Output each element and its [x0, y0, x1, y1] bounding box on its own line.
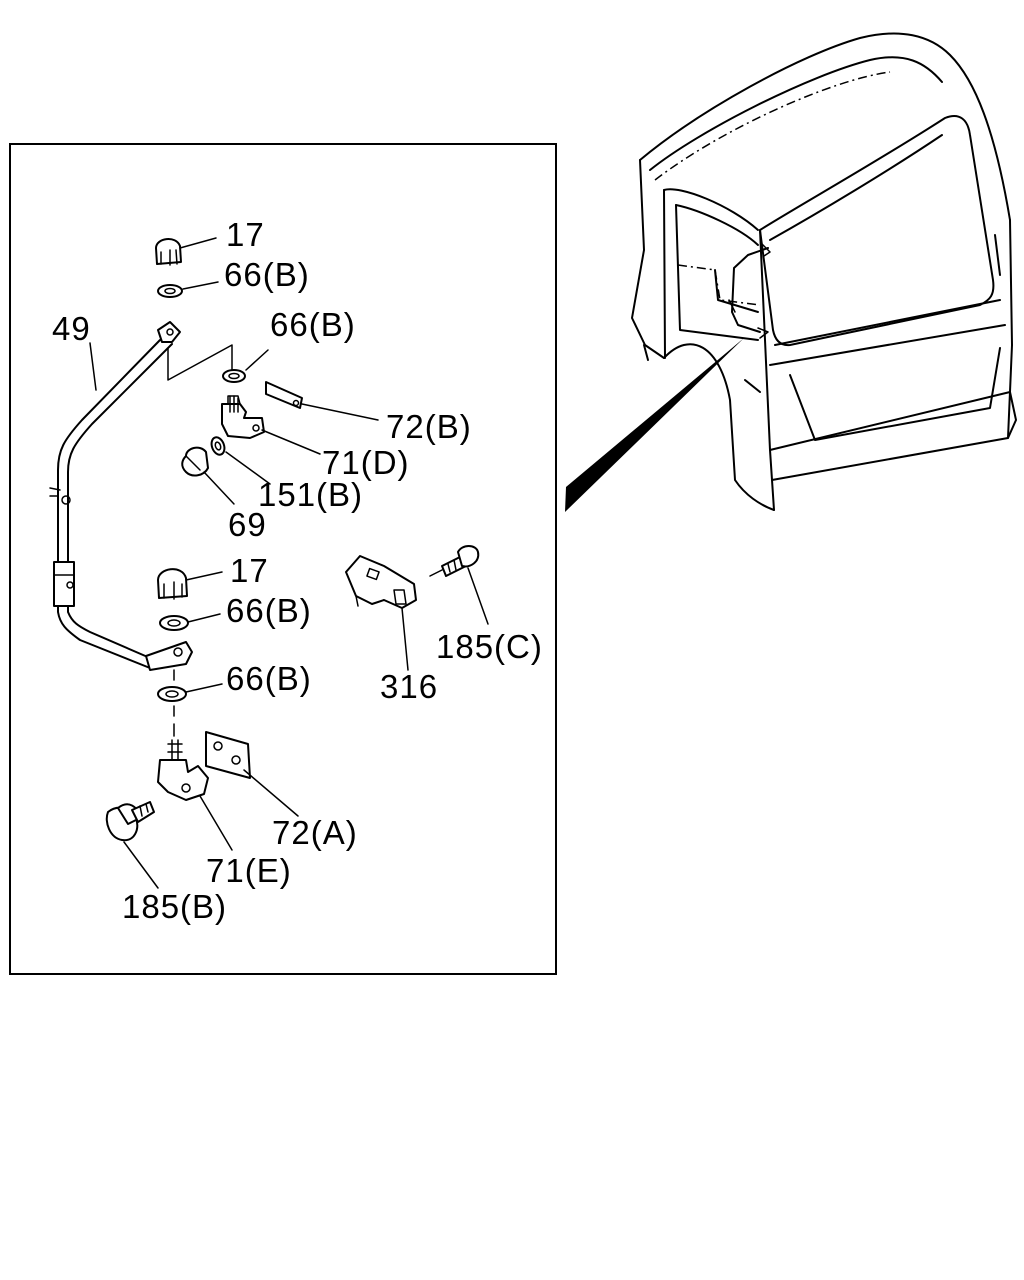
- label-69: 69: [228, 506, 267, 543]
- plate-72b: [265, 381, 303, 409]
- cap-nut-17-bottom: [157, 568, 188, 600]
- bolt-185b: [105, 801, 155, 842]
- label-72b: 72(B): [386, 408, 472, 445]
- vehicle-rear-view: [631, 32, 1017, 511]
- cap-69: [181, 446, 209, 477]
- callout-labels: 17 66(B) 49 66(B) 72(B) 71(D) 151(B) 69 …: [52, 216, 543, 925]
- bracket-71e: [157, 739, 209, 801]
- label-49: 49: [52, 310, 91, 347]
- washer-66b-4: [157, 686, 187, 702]
- label-17-top: 17: [226, 216, 265, 253]
- bolt-185c: [429, 545, 480, 577]
- label-66b-4: 66(B): [226, 660, 312, 697]
- bracket-71d: [221, 395, 265, 439]
- washer-151b: [210, 436, 226, 456]
- plate-72a: [205, 731, 251, 779]
- washer-66b-3: [159, 615, 189, 631]
- zoom-pointer: [565, 338, 744, 512]
- label-66b-3: 66(B): [226, 592, 312, 629]
- detail-frame: [9, 143, 557, 975]
- label-66b-1: 66(B): [224, 256, 310, 293]
- rod-49: [49, 321, 193, 671]
- label-151b: 151(B): [258, 476, 363, 513]
- washer-66b-2: [222, 369, 246, 383]
- assembly-guide-zigzag: [167, 344, 233, 381]
- washer-66b-1: [157, 284, 183, 298]
- bracket-316: [345, 555, 417, 609]
- cap-nut-17-top: [155, 238, 182, 266]
- label-316: 316: [380, 668, 438, 705]
- label-71e: 71(E): [206, 852, 292, 889]
- label-66b-2: 66(B): [270, 306, 356, 343]
- label-71d: 71(D): [322, 444, 410, 481]
- label-185c: 185(C): [436, 628, 543, 665]
- leader-lines: [89, 237, 489, 889]
- label-17-bottom: 17: [230, 552, 269, 589]
- label-72a: 72(A): [272, 814, 358, 851]
- label-185b: 185(B): [122, 888, 227, 925]
